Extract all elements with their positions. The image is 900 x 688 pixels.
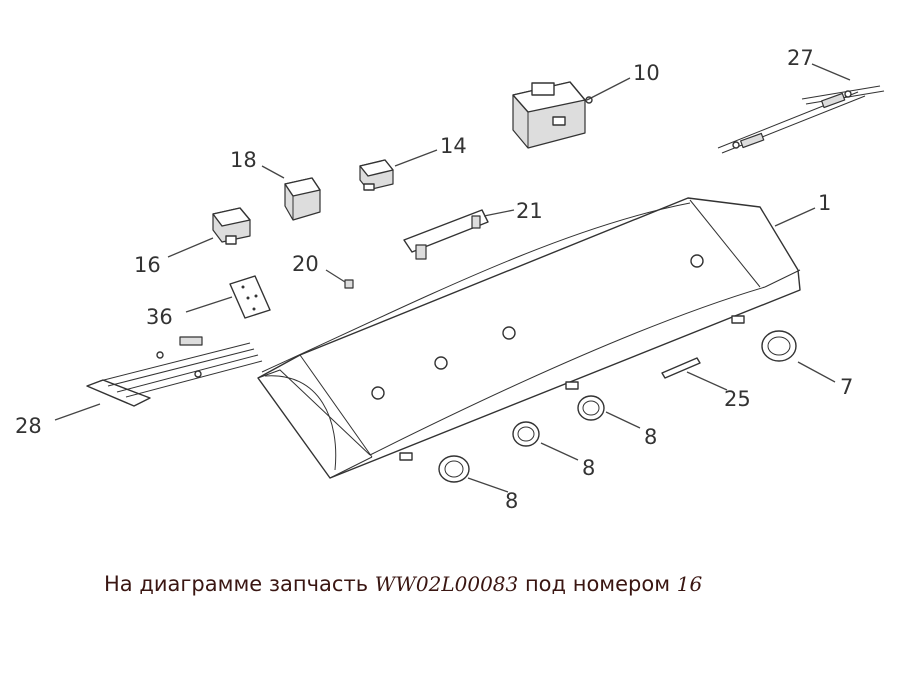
- leader-lines: [54, 63, 851, 493]
- callout-7: 7: [840, 375, 853, 399]
- part-16: [212, 207, 251, 245]
- part-10: [512, 81, 593, 149]
- part-25: [661, 357, 701, 379]
- callout-1: 1: [818, 191, 831, 215]
- callout-14: 14: [440, 134, 467, 158]
- callout-labels: 1 7 8 8 8 10 14 16 18 20 21 25 27 28 36: [15, 46, 853, 513]
- caption-part-code: WW02L00083: [374, 572, 519, 596]
- part-18: [284, 177, 321, 221]
- caption-middle: под номером: [524, 572, 671, 596]
- callout-36: 36: [146, 305, 173, 329]
- callout-16: 16: [134, 253, 161, 277]
- part-caption: На диаграмме запчасть WW02L00083 под ном…: [104, 572, 702, 602]
- callout-8-middle: 8: [582, 456, 595, 480]
- callout-8-left: 8: [505, 489, 518, 513]
- caption-prefix: На диаграмме запчасть: [104, 572, 369, 596]
- console-housing: [257, 197, 801, 479]
- callout-10: 10: [633, 61, 660, 85]
- part-27: [717, 85, 885, 154]
- part-36: [229, 275, 271, 319]
- callout-27: 27: [787, 46, 814, 70]
- callout-18: 18: [230, 148, 257, 172]
- part-14: [359, 159, 394, 191]
- caption-part-number: 16: [676, 572, 703, 596]
- part-20: [344, 279, 354, 289]
- part-28: [86, 336, 263, 407]
- knobs: [438, 330, 797, 483]
- part-21: [403, 209, 489, 260]
- callout-28: 28: [15, 414, 42, 438]
- callout-20: 20: [292, 252, 319, 276]
- callout-21: 21: [516, 199, 543, 223]
- callout-25: 25: [724, 387, 751, 411]
- callout-8-right: 8: [644, 425, 657, 449]
